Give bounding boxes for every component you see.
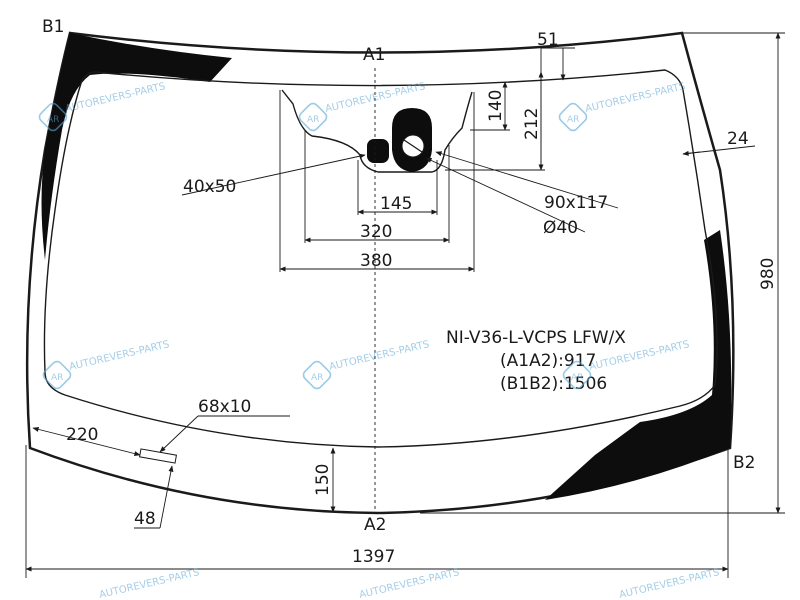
sensor-area-outline [281, 89, 473, 173]
corner-label-b1: B1 [42, 17, 64, 37]
watermark-logo: AR [571, 373, 583, 383]
ceramic-band-right [545, 230, 732, 500]
dim-140: 140 [486, 90, 506, 122]
watermark-9: AUTOREVERS-PARTS [618, 567, 720, 600]
watermark-text: AUTOREVERS-PARTS [98, 567, 200, 600]
watermark-8: AUTOREVERS-PARTS [358, 567, 460, 600]
dim-980: 980 [758, 258, 778, 290]
watermark-logo: AR [51, 373, 63, 383]
watermark-logo: AR [311, 373, 323, 383]
axis-label-a1: A1 [363, 45, 385, 65]
part-code: NI-V36-L-VCPS LFW/X [446, 328, 626, 348]
watermark-7: AUTOREVERS-PARTS [98, 567, 200, 600]
dim-1397: 1397 [352, 547, 395, 567]
part-a1a2: (A1A2):917 [500, 351, 596, 371]
watermark-text: AUTOREVERS-PARTS [618, 567, 720, 600]
dim-24: 24 [727, 129, 749, 149]
dim-150: 150 [313, 464, 333, 496]
watermark-logo: AR [47, 115, 59, 125]
glass-inner-edge [43, 69, 718, 448]
axis-label-a2: A2 [364, 515, 386, 535]
dim-48: 48 [134, 509, 156, 529]
watermark-logo: AR [307, 115, 319, 125]
dim-220: 220 [66, 425, 98, 445]
watermark-text: AUTOREVERS-PARTS [358, 567, 460, 600]
dim-145: 145 [380, 194, 412, 214]
small-sensor [367, 139, 389, 163]
watermark-logo: AR [567, 115, 579, 125]
dim-212: 212 [522, 108, 542, 140]
dim-380: 380 [360, 251, 392, 271]
part-b1b2: (B1B2):1506 [500, 374, 607, 394]
label-area [138, 448, 178, 464]
dim-40x50: 40x50 [183, 177, 236, 197]
dim-320: 320 [360, 222, 392, 242]
dim-diameter-40: Ø40 [543, 218, 578, 238]
dim-90x117: 90x117 [544, 193, 608, 213]
dim-68x10: 68x10 [198, 397, 251, 417]
dim-51: 51 [537, 30, 559, 50]
corner-label-b2: B2 [733, 453, 755, 473]
